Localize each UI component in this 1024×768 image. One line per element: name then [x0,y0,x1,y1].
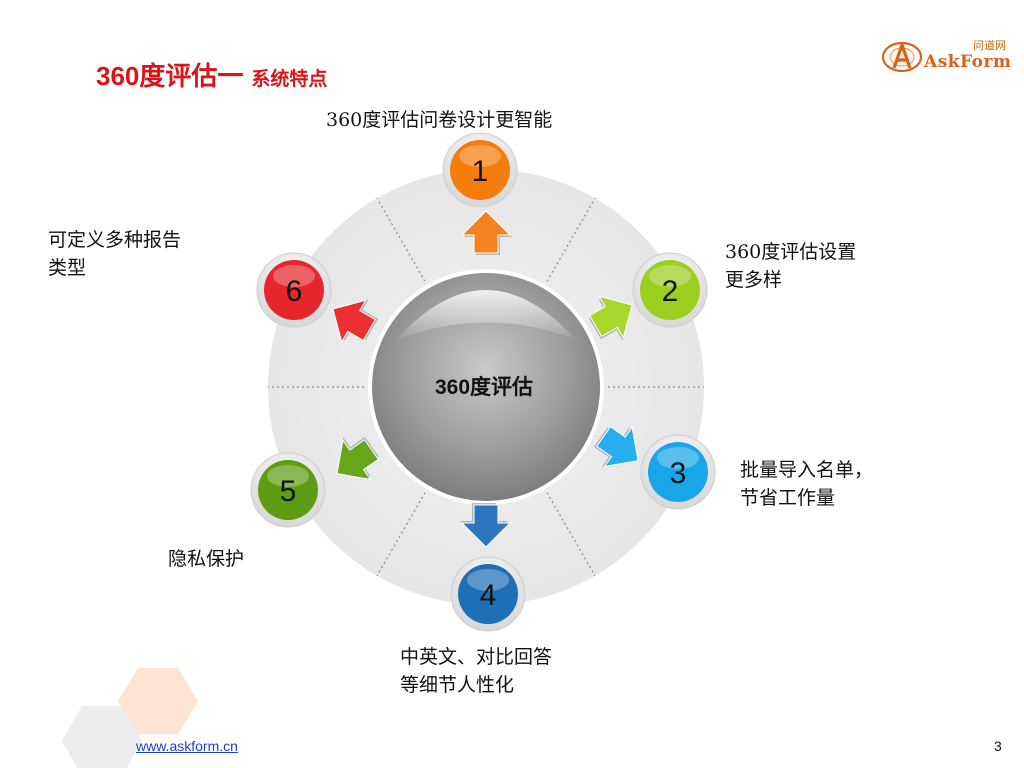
decor-hexagons [62,668,198,768]
slide-title: 360度评估一系统特点 [96,56,327,93]
arrows-group [332,210,639,548]
title-main: 360度评估一 [96,61,244,91]
feature-label-6-line-1: 可定义多种报告 [48,229,182,251]
feature-node-6: 6 [256,252,332,328]
feature-node-1: 1 [442,132,518,208]
nodes-group: 1 2 3 4 5 6 [250,132,716,632]
feature-label-4: 中英文、对比回答 等细节人性化 [400,643,552,699]
feature-label-6: 可定义多种报告 类型 [48,226,181,282]
center-node: 360度评估 [368,269,604,505]
divider-line-5 [376,492,426,577]
arrow-4-icon [460,503,512,548]
page-number: 3 [994,738,1002,754]
feature-label-3-line-1: 批量导入名单， [740,459,874,481]
askform-logo-icon [881,41,923,73]
arrow-5-icon [336,436,379,481]
arrow-6-icon [332,299,379,344]
center-label: 360度评估 [435,375,533,399]
feature-label-2: 360度评估设置 更多样 [725,238,856,294]
feature-label-2-line-2: 更多样 [725,269,783,291]
divider-lines [268,197,704,577]
feature-node-2: 2 [632,252,708,328]
feature-label-3: 批量导入名单， 节省工作量 [740,456,873,512]
feature-label-1-line-1: 360度评估问卷设计更智能 [326,109,553,131]
divider-line-2 [546,197,596,282]
title-sub: 系统特点 [251,69,328,90]
feature-label-2-line-1: 360度评估设置 [725,241,857,263]
feature-label-1: 360度评估问卷设计更智能 [326,106,552,134]
feature-node-3: 3 [640,434,716,510]
feature-node-1-number: 1 [472,155,489,188]
logo-brand-text: AskForm [924,52,1012,72]
decor-hexagon-gray [62,706,142,768]
feature-label-5: 隐私保护 [168,545,244,573]
logo-top-text: 问道网 [973,39,1006,52]
divider-line-4 [546,492,596,577]
feature-node-5: 5 [250,452,326,528]
feature-label-6-line-2: 类型 [48,257,87,279]
feature-label-5-line-1: 隐私保护 [168,548,245,570]
feature-node-6-number: 6 [286,275,303,308]
footer-url-link[interactable]: www.askform.cn [136,738,238,754]
arrow-2-icon [588,295,633,341]
askform-logo: 问道网 AskForm [878,34,1014,78]
feature-label-4-line-1: 中英文、对比回答 [400,646,553,668]
feature-node-5-number: 5 [280,475,297,508]
divider-line-1 [376,197,426,282]
feature-node-2-number: 2 [662,275,679,308]
feature-node-3-number: 3 [670,457,687,490]
feature-node-4-number: 4 [480,579,497,612]
arrow-1-icon [460,210,512,255]
feature-label-3-line-2: 节省工作量 [740,487,836,509]
decor-hexagon-peach [118,668,198,734]
arrow-3-icon [593,425,639,468]
feature-node-4: 4 [450,556,526,632]
feature-label-4-line-2: 等细节人性化 [400,674,515,696]
